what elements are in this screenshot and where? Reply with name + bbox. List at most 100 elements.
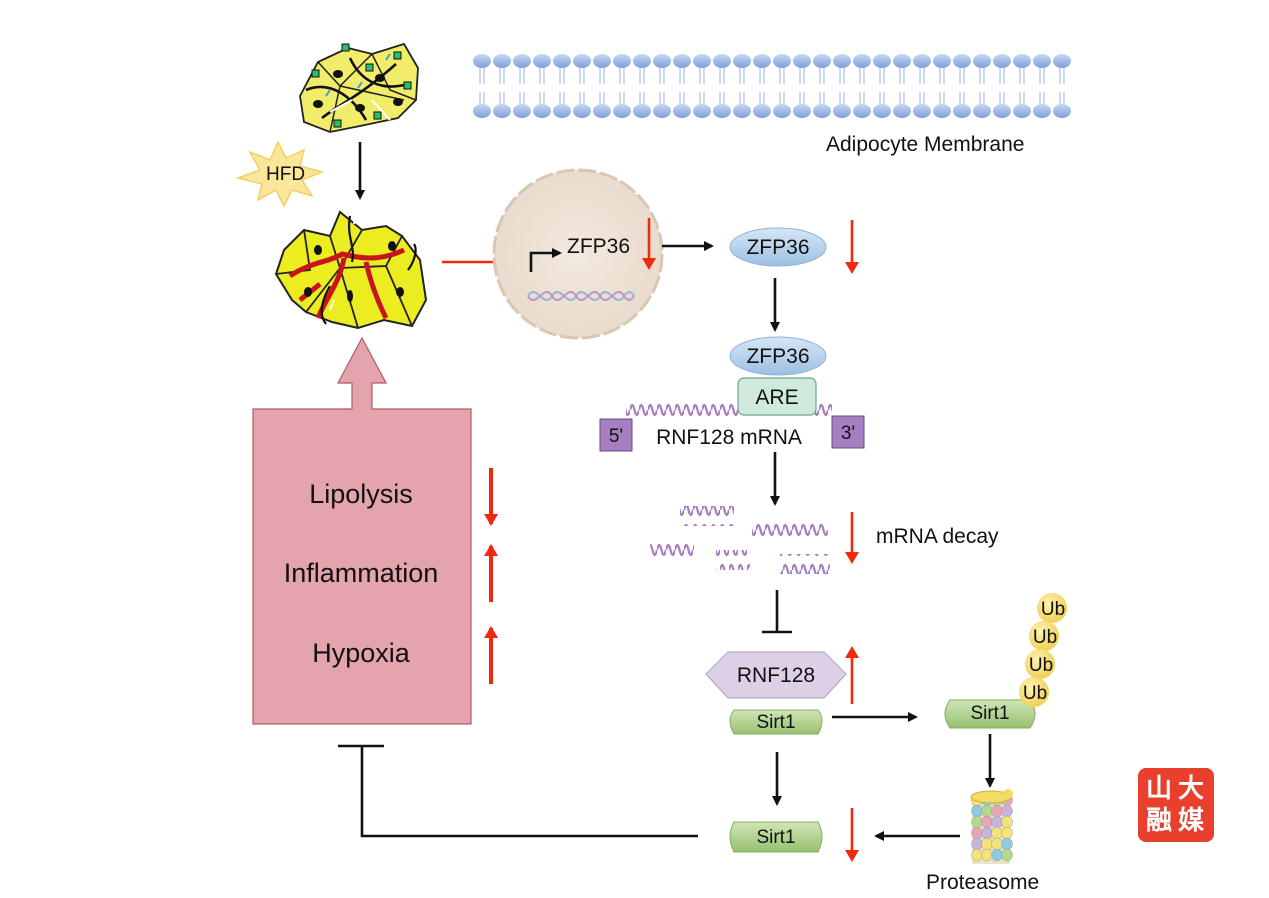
zfp36-bound-protein [729,336,827,376]
five-prime-box [599,418,633,452]
lipid-head-icon [693,104,711,118]
proteasome-subunit [1001,848,1013,862]
lipid-head-icon [953,54,971,68]
lipid-head-icon [913,54,931,68]
effect-lipolysis-label: Lipolysis [309,479,413,509]
membrane-label: Adipocyte Membrane [826,133,1024,156]
proteasome-cap [1003,789,1013,799]
three-prime-box [831,415,865,449]
effect-inflammation-label: Inflammation [284,558,439,588]
lipid-head-icon [893,104,911,118]
logo-char: 媒 [1178,806,1205,836]
adipocyte-membrane [473,54,1071,118]
proteasome-subunit [971,815,983,829]
lipid-head-icon [613,54,631,68]
proteasome-icon [970,789,1013,864]
zfp36-protein-label: ZFP36 [746,236,809,259]
watermark-logo: 山 大 融 媒 [1138,768,1214,842]
lipid-head-icon [493,104,511,118]
proteasome-subunit [971,848,983,862]
proteasome-subunit [1001,804,1013,818]
are-element [737,377,817,416]
lipid-head-icon [813,54,831,68]
lipid-head-icon [473,54,491,68]
sirt1-ub-label: Sirt1 [970,703,1009,724]
proteasome-subunit [981,848,993,862]
three-prime-label: 3' [841,423,855,444]
lipid-head-icon [893,54,911,68]
lipid-head-icon [793,54,811,68]
lipid-head-icon [1053,54,1071,68]
zfp36-protein [729,227,827,267]
ub-label: Ub [1041,599,1065,620]
lipid-head-icon [813,104,831,118]
transcription-start-icon [529,248,562,272]
lipid-head-icon [513,54,531,68]
ubiquitin-icon [1025,649,1055,679]
logo-char: 山 [1146,774,1173,804]
five-prime-label: 5' [609,426,623,447]
lipid-head-icon [733,104,751,118]
nucleus-icon [492,168,664,340]
lipid-head-icon [953,104,971,118]
ubiquitin-icon [1037,593,1067,623]
lipid-head-icon [613,104,631,118]
effects-box [252,336,472,725]
lipid-head-icon [533,104,551,118]
lipid-head-icon [633,104,651,118]
lipid-head-icon [973,104,991,118]
proteasome-subunit [991,837,1003,851]
ubiquitin-icon [1029,621,1059,651]
proteasome-label: Proteasome [926,871,1039,894]
ub-label: Ub [1023,683,1047,704]
ub-label: Ub [1029,655,1053,676]
rnf128-label: RNF128 [737,664,815,687]
lipid-head-icon [553,54,571,68]
dna-helix-icon [527,290,635,302]
lipid-head-icon [833,54,851,68]
lipid-head-icon [753,104,771,118]
rnf128-protein [705,651,847,699]
lipid-head-icon [1053,104,1071,118]
lipid-head-icon [773,54,791,68]
proteasome-subunit [991,826,1003,840]
lipid-head-icon [833,104,851,118]
lipid-head-icon [533,54,551,68]
lipid-head-icon [713,104,731,118]
proteasome-subunit [971,826,983,840]
healthy-adipocytes-icon [299,42,419,133]
lipid-head-icon [1033,54,1051,68]
proteasome-subunit [981,837,993,851]
rnf128-mrna-label: RNF128 mRNA [656,426,802,449]
lipid-head-icon [853,54,871,68]
sirt1-reduced-protein [729,821,823,853]
lipid-head-icon [873,54,891,68]
sirt1-bound-protein [729,709,823,735]
lipid-head-icon [653,54,671,68]
lipid-head-icon [993,54,1011,68]
nuclear-zfp36-label: ZFP36 [567,235,630,258]
are-label: ARE [755,386,798,409]
ub-label: Ub [1033,627,1057,648]
lipid-head-icon [733,54,751,68]
lipid-head-icon [673,54,691,68]
lipid-head-icon [493,54,511,68]
proteasome-subunit [981,804,993,818]
proteasome-subunit [981,826,993,840]
proteasome-subunit [981,815,993,829]
lipid-head-icon [593,104,611,118]
lipid-head-icon [793,104,811,118]
mrna-decay-label: mRNA decay [876,525,999,548]
proteasome-subunit [991,804,1003,818]
logo-char: 大 [1178,774,1205,804]
lipid-head-icon [713,54,731,68]
proteasome-subunit [991,815,1003,829]
lipid-head-icon [773,104,791,118]
mrna-decay-fragments-icon [650,506,830,574]
rnf128-mrna-strand [626,396,832,416]
lipid-head-icon [653,104,671,118]
lipid-head-icon [933,54,951,68]
proteasome-subunit [971,804,983,818]
proteasome-subunit [971,837,983,851]
